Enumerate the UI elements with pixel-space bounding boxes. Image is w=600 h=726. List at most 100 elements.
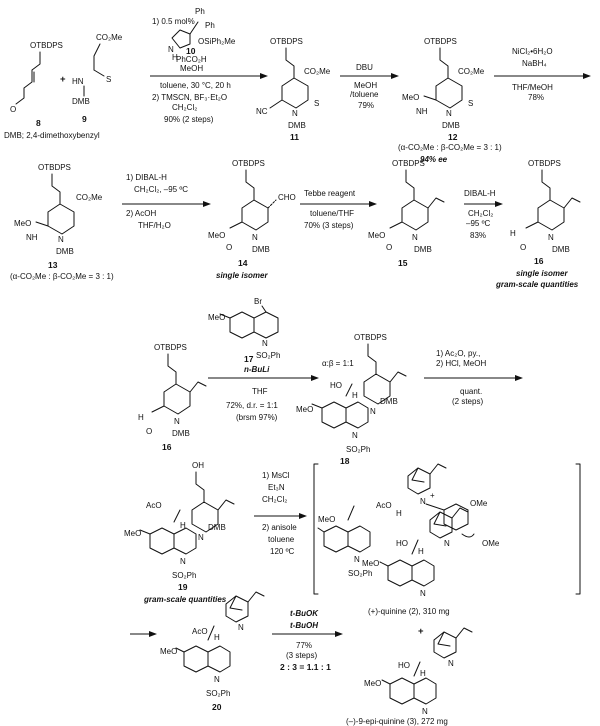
s2-line-3: /toluene xyxy=(350,90,379,99)
s1-line-6: CH₂Cl₂ xyxy=(172,103,197,112)
c13-label-otbdps: OTBDPS xyxy=(38,163,71,172)
compound-16: OTBDPS H O N DMB 16 single isomer gram-s… xyxy=(495,159,581,289)
c12-label-n: N xyxy=(446,109,452,118)
s3-line-4: 78% xyxy=(528,93,544,102)
c16b-label-o: O xyxy=(146,427,152,436)
step-1-conditions: 1) 0.5 mol% PhCO₂H MeOH toluene, 30 °C, … xyxy=(152,17,231,124)
s9-line-4: 2) anisole xyxy=(262,523,297,532)
s1-line-1: 1) 0.5 mol% xyxy=(152,17,195,26)
s7-line-2: THF xyxy=(252,387,268,396)
c12-label-dmb: DMB xyxy=(442,121,460,130)
c18-label-dmb: DMB xyxy=(380,397,398,406)
c8-note: DMB; 2,4-dimethoxybenzyl xyxy=(4,131,100,140)
s6-line-3: –95 ºC xyxy=(466,219,490,228)
step-2-conditions: DBU MeOH /toluene 79% xyxy=(350,63,379,110)
c18-label-n: N xyxy=(370,407,376,416)
s10-line-1: t-BuOK xyxy=(290,609,319,618)
s1-line-4: toluene, 30 °C, 20 h xyxy=(160,81,231,90)
quinine-label-n: N xyxy=(444,539,450,548)
epi-name: (–)-9-epi-quinine (3), 272 mg xyxy=(346,717,448,726)
s9-line-3: CH₂Cl₂ xyxy=(262,495,287,504)
int-label-n: N xyxy=(420,497,426,506)
step-6-conditions: DIBAL-H CH₂Cl₂ –95 ºC 83% xyxy=(464,189,496,240)
c10-label-h: H xyxy=(172,53,178,62)
s1-line-5: 2) TMSCN, BF₃·Et₂O xyxy=(152,93,227,102)
step-8-conditions: 1) Ac₂O, py., 2) HCl, MeOH quant. (2 ste… xyxy=(436,349,486,406)
c9-number: 9 xyxy=(82,114,87,124)
c10-label-n: N xyxy=(168,45,174,54)
c12-label-nh: NH xyxy=(416,107,428,116)
c11-label-nc: NC xyxy=(256,107,268,116)
compound-15: OTBDPS MeO O N DMB 15 xyxy=(368,159,445,268)
catalyst-10: Ph Ph N H OSiPh₂Me 10 xyxy=(168,7,236,62)
c12-label-co2me: CO₂Me xyxy=(458,67,485,76)
c19-note: gram-scale quantities xyxy=(143,595,227,604)
s1-line-3: MeOH xyxy=(180,64,203,73)
s5-line-1: Tebbe reagent xyxy=(304,189,356,198)
c18-label-ho: HO xyxy=(330,381,342,390)
c13-label-nh: NH xyxy=(26,233,38,242)
c12-number: 12 xyxy=(448,132,458,142)
quinine-name: (+)-quinine (2), 310 mg xyxy=(368,607,450,616)
c13-label-co2me: CO₂Me xyxy=(76,193,103,202)
s9-line-1: 1) MsCl xyxy=(262,471,290,480)
c10-label-ph2: Ph xyxy=(205,21,215,30)
s8-line-2: 2) HCl, MeOH xyxy=(436,359,486,368)
s2-line-4: 79% xyxy=(358,101,374,110)
s3-line-3: THF/MeOH xyxy=(512,83,553,92)
compound-17: Br MeO N SO₂Ph 17 xyxy=(208,297,280,364)
products-plus: + xyxy=(418,626,424,637)
s7-line-4: (brsm 97%) xyxy=(236,413,278,422)
c13-label-dmb: DMB xyxy=(56,247,74,256)
compound-9: CO₂Me S HN DMB 9 xyxy=(72,33,123,124)
c9-label-hn: HN xyxy=(72,77,84,86)
s2-line-2: MeOH xyxy=(354,81,377,90)
epi-label-ho: HO xyxy=(398,661,410,670)
c16-note-1: single isomer xyxy=(516,269,568,278)
c20-label-n2: N xyxy=(214,675,220,684)
c11-label-otbdps: OTBDPS xyxy=(270,37,303,46)
c12-label-otbdps: OTBDPS xyxy=(424,37,457,46)
c19-label-dmb: DMB xyxy=(208,523,226,532)
c12-label-s: S xyxy=(468,99,473,108)
c16-label-otbdps: OTBDPS xyxy=(528,159,561,168)
plus-sign: + xyxy=(60,74,66,85)
c11-label-n: N xyxy=(292,109,298,118)
s1-line-7: 90% (2 steps) xyxy=(164,115,214,124)
compound-8: OTBDPS O 8 DMB; 2,4-dimethoxybenzyl xyxy=(4,41,100,140)
s6-line-2: CH₂Cl₂ xyxy=(468,209,493,218)
s9-line-2: Et₃N xyxy=(268,483,285,492)
quinine-label-n2: N xyxy=(420,589,426,598)
epi-label-n: N xyxy=(448,659,454,668)
c16-note-2: gram-scale quantities xyxy=(495,280,579,289)
c19-label-so2ph: SO₂Ph xyxy=(172,571,196,580)
c14-label-otbdps: OTBDPS xyxy=(232,159,265,168)
c10-number: 10 xyxy=(186,46,196,56)
int-label-ome2: OMe xyxy=(482,539,500,548)
c12-note: (α-CO₂Me : β-CO₂Me = 3 : 1) xyxy=(398,143,502,152)
c11-label-co2me: CO₂Me xyxy=(304,67,331,76)
step-7-conditions: n-BuLi THF 72%, d.r. = 1:1 (brsm 97%) xyxy=(226,365,278,422)
int-label-aco: AcO xyxy=(376,501,392,510)
c18-number: 18 xyxy=(340,456,350,466)
step-5-conditions: Tebbe reagent toluene/THF 70% (3 steps) xyxy=(304,189,356,230)
quinine-label-ho: HO xyxy=(396,539,408,548)
s10-line-5: 2 : 3 = 1.1 : 1 xyxy=(280,662,331,672)
compound-13: OTBDPS CO₂Me MeO NH N DMB 13 (α-CO₂Me : … xyxy=(10,163,114,281)
c11-label-dmb: DMB xyxy=(288,121,306,130)
c18-label-meo: MeO xyxy=(296,405,313,414)
c17-label-so2ph: SO₂Ph xyxy=(256,351,280,360)
c14-label-cho: CHO xyxy=(278,193,296,202)
c20-label-n: N xyxy=(238,623,244,632)
c20-label-aco: AcO xyxy=(192,627,208,636)
c18-label-ab: α:β = 1:1 xyxy=(322,359,354,368)
c16-label-o: O xyxy=(520,243,526,252)
s10-line-3: 77% xyxy=(296,641,312,650)
c16-label-n: N xyxy=(548,233,554,242)
s4-line-2: CH₂Cl₂, –95 ºC xyxy=(134,185,188,194)
int-label-so2ph: SO₂Ph xyxy=(348,569,372,578)
c13-note: (α-CO₂Me : β-CO₂Me = 3 : 1) xyxy=(10,272,114,281)
c10-label-ph1: Ph xyxy=(195,7,205,16)
step-10-conditions: t-BuOK t-BuOH 77% (3 steps) 2 : 3 = 1.1 … xyxy=(280,609,331,672)
c17-number: 17 xyxy=(244,354,254,364)
